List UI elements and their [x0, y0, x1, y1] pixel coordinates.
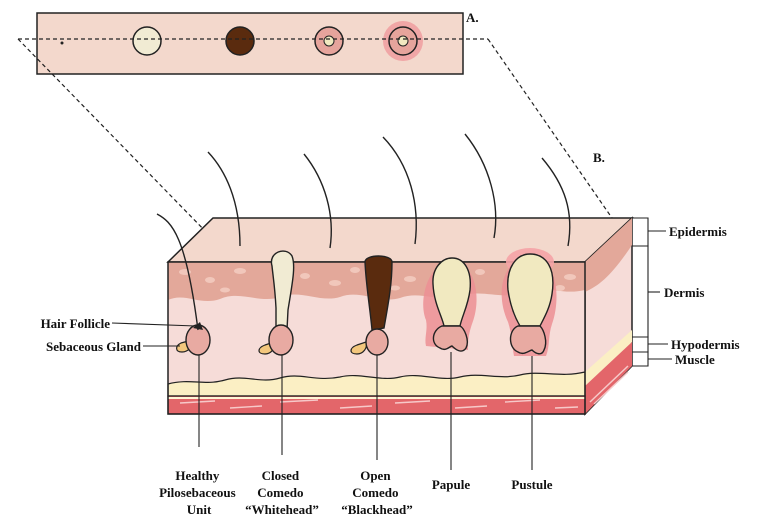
- panel-b-skin-block: [166, 216, 634, 416]
- surface-whitehead: [132, 26, 162, 56]
- caption-whitehead: Closed Comedo “Whitehead”: [245, 468, 319, 517]
- caption-papule: Papule: [432, 477, 471, 492]
- hairs: [156, 133, 571, 331]
- panel-b-label: B.: [593, 150, 605, 165]
- label-epidermis: Epidermis: [669, 224, 727, 239]
- blackhead-lesion: [350, 255, 393, 356]
- label-hair-follicle: Hair Follicle: [41, 316, 111, 331]
- caption-healthy: Healthy Pilosebaceous Unit: [159, 468, 239, 517]
- papule-lesion: [423, 257, 477, 352]
- surface-blackhead: [225, 26, 255, 56]
- whitehead-lesion: [258, 250, 295, 356]
- label-sebaceous-gland: Sebaceous Gland: [46, 339, 142, 354]
- panel-a-surface-view: A.: [36, 10, 479, 75]
- surface-dot-healthy: [60, 41, 64, 45]
- label-hypodermis: Hypodermis: [671, 337, 740, 352]
- caption-pustule: Pustule: [511, 477, 552, 492]
- caption-blackhead: Open Comedo “Blackhead”: [341, 468, 413, 517]
- panel-a-label: A.: [466, 10, 479, 25]
- pustule-lesion: [501, 248, 557, 356]
- label-muscle: Muscle: [675, 352, 715, 367]
- projection-lines: [17, 38, 613, 237]
- label-dermis: Dermis: [664, 285, 704, 300]
- block-top-face: [166, 217, 634, 263]
- leader-lines: [111, 217, 672, 470]
